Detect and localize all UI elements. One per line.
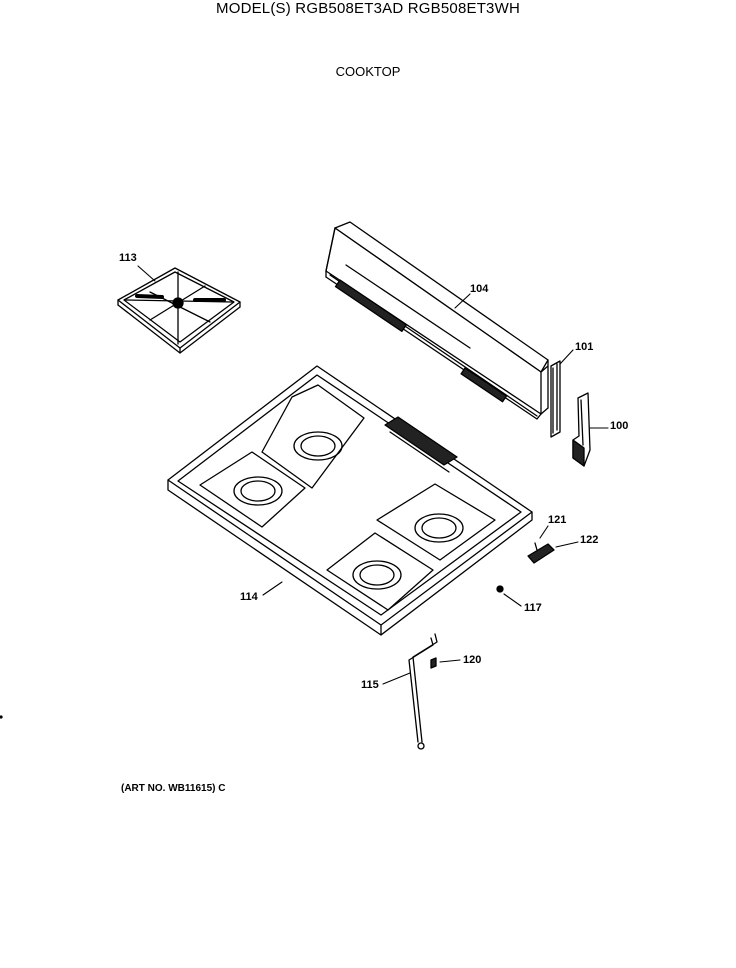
leader-lines	[138, 266, 608, 684]
backguard-panel	[326, 222, 548, 419]
part-label-101: 101	[575, 341, 594, 353]
bracket-122	[528, 544, 554, 563]
screw-121	[535, 543, 537, 550]
margin-dot	[0, 716, 2, 718]
diagram-subtitle: COOKTOP	[335, 64, 401, 79]
main-cooktop	[168, 366, 532, 635]
clip-120	[431, 658, 436, 668]
part-label-114: 114	[240, 591, 258, 603]
part-label-100: 100	[610, 420, 629, 432]
art-number: (ART NO. WB11615) C	[121, 783, 226, 794]
diagram-title: MODEL(S) RGB508ET3AD RGB508ET3WH	[216, 0, 520, 17]
part-label-120: 120	[463, 654, 482, 666]
part-label-121: 121	[548, 514, 567, 526]
burner-grate	[118, 268, 240, 353]
side-trim-bracket	[573, 393, 590, 466]
part-label-122: 122	[580, 534, 599, 546]
part-label-104: 104	[470, 283, 489, 295]
part-label-113: 113	[119, 252, 137, 264]
part-label-117: 117	[524, 602, 542, 614]
end-cap-trim	[551, 361, 560, 437]
rod-115	[409, 634, 437, 749]
part-label-115: 115	[361, 679, 379, 691]
screw-117	[497, 586, 503, 592]
